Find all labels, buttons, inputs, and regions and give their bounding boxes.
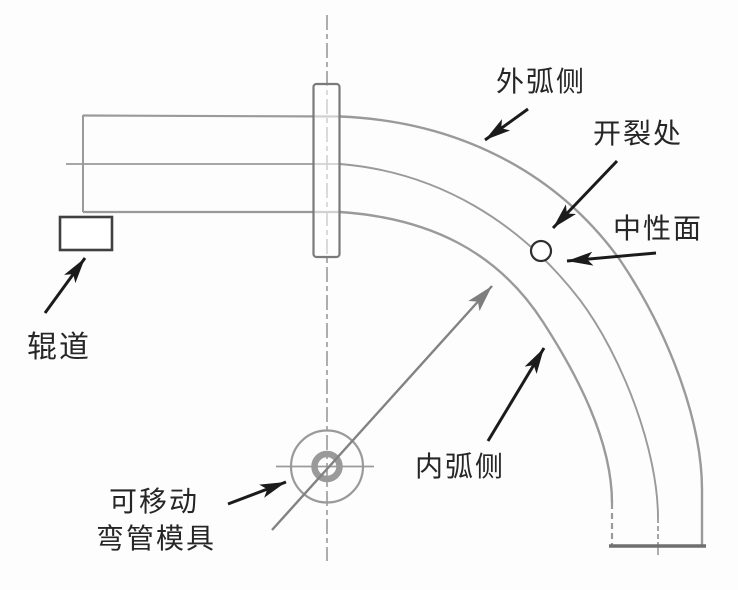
pipe-straight-section	[66, 114, 341, 214]
label-movable-die-line1: 可移动	[109, 487, 200, 518]
neutral-plane-arrow	[566, 251, 657, 266]
roller-block	[58, 215, 114, 252]
label-movable-die-line2: 弯管模具	[96, 524, 217, 555]
die-hub-ring	[311, 450, 343, 483]
pipe-bend-section	[339, 115, 706, 555]
die-outer-circle	[289, 429, 365, 504]
label-crack-location: 开裂处	[593, 119, 684, 150]
bend-radius-arrow	[271, 285, 493, 531]
outer-arc-side-arrow	[484, 107, 529, 142]
label-roller: 辊道	[27, 331, 91, 364]
movable-die-arrow	[227, 480, 287, 506]
label-outer-arc-side: 外弧侧	[496, 67, 587, 98]
neutral-arc	[339, 163, 659, 519]
inner-arc-side-arrow	[486, 347, 546, 442]
roller-arrow	[43, 257, 87, 314]
label-neutral-plane: 中性面	[613, 214, 704, 245]
inner-arc	[339, 210, 614, 504]
annotation-arrows	[43, 107, 657, 506]
crack-location-arrow	[551, 159, 619, 230]
bend-die-symbol	[276, 429, 374, 504]
crack-circle-marker	[529, 239, 553, 263]
label-inner-arc-side: 内弧侧	[415, 452, 506, 483]
pipe-top-line	[82, 114, 341, 118]
outer-arc	[339, 115, 704, 546]
clamp-block	[312, 82, 341, 259]
